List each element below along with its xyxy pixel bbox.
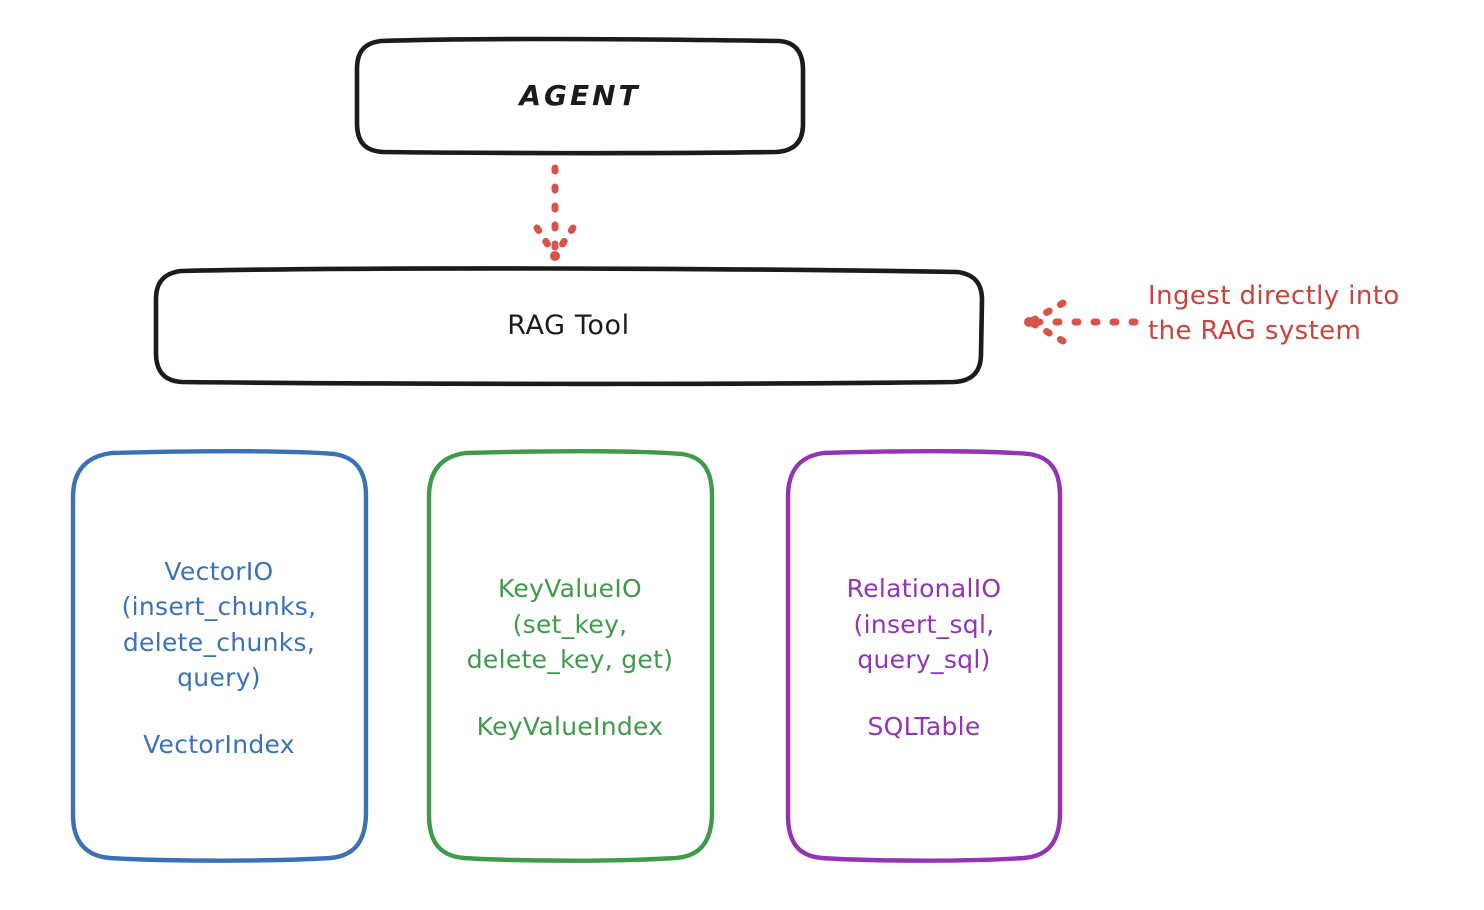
vector-io-node: VectorIO (insert_chunks, delete_chunks, … [72, 452, 366, 860]
key-value-io-node: KeyValueIO (set_key, delete_key, get) Ke… [428, 452, 712, 860]
ingest-annotation-label: Ingest directly into the RAG system [1148, 281, 1400, 347]
vector-io-api-label: VectorIO (insert_chunks, delete_chunks, … [121, 556, 317, 693]
rag-tool-node-label: RAG Tool [507, 309, 630, 341]
annotation-to-rag-tool-arrow [1024, 299, 1139, 345]
relational-io-api-label: RelationalIO (insert_sql, query_sql) [846, 574, 1002, 675]
vector-io-index-label: VectorIndex [143, 729, 295, 759]
key-value-io-index-label: KeyValueIndex [476, 711, 664, 741]
agent-node-label: AGENT [519, 79, 641, 113]
key-value-io-api-label: KeyValueIO (set_key, delete_key, get) [466, 574, 674, 675]
agent-to-rag-tool-arrow [533, 164, 577, 261]
relational-io-node: RelationalIO (insert_sql, query_sql) SQL… [788, 452, 1060, 860]
relational-io-index-label: SQLTable [867, 711, 981, 741]
